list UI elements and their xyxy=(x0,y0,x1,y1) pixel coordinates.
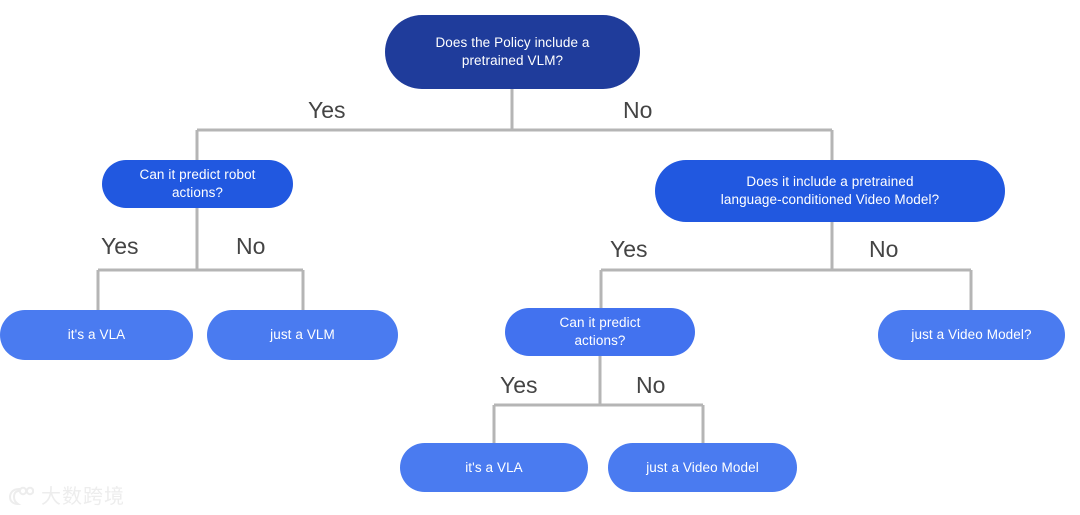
node-leaf-its-a-vla-bottom[interactable]: it's a VLA xyxy=(400,443,588,492)
edge-label-mid-no: No xyxy=(636,372,666,398)
node-branch-can-predict-actions[interactable]: Can it predict actions? xyxy=(505,308,695,356)
node-leaf-just-a-video-model-question[interactable]: just a Video Model? xyxy=(878,310,1065,360)
edge-label-right-yes: Yes xyxy=(610,236,648,262)
edge-label-root-no: No xyxy=(623,97,653,123)
node-leaf-its-a-vla-left[interactable]: it's a VLA xyxy=(0,310,193,360)
watermark-logo-icon xyxy=(8,486,34,506)
watermark: 大数跨境 xyxy=(8,482,168,510)
edge-label-root-yes: Yes xyxy=(308,97,346,123)
node-branch-can-predict-robot-actions[interactable]: Can it predict robot actions? xyxy=(102,160,293,208)
watermark-text: 大数跨境 xyxy=(41,484,125,508)
node-leaf-just-a-vlm[interactable]: just a VLM xyxy=(207,310,398,360)
edge-label-left-no: No xyxy=(236,233,266,259)
node-root-policy-question[interactable]: Does the Policy include a pretrained VLM… xyxy=(385,15,640,89)
edge-label-right-no: No xyxy=(869,236,899,262)
node-branch-pretrained-video-model[interactable]: Does it include a pretrained language-co… xyxy=(655,160,1005,222)
edge-label-mid-yes: Yes xyxy=(500,372,538,398)
node-leaf-just-a-video-model[interactable]: just a Video Model xyxy=(608,443,797,492)
edge-label-left-yes: Yes xyxy=(101,233,139,259)
